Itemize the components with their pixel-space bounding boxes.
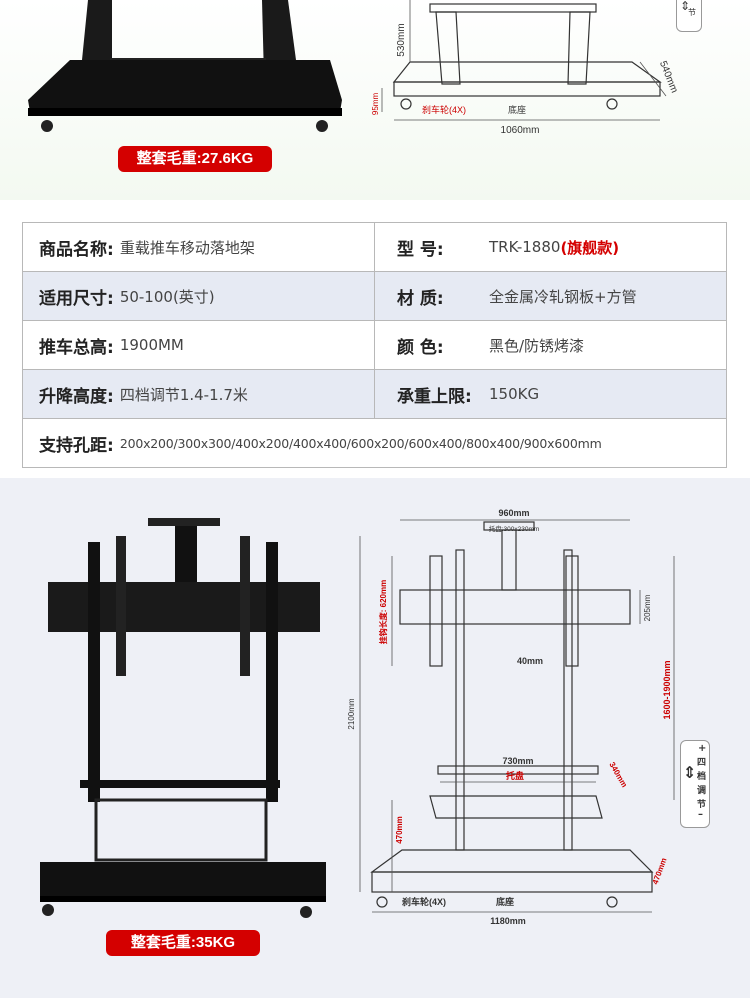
spec-label-material: 材 质: xyxy=(397,288,444,309)
dim-wheels-top: 刹车轮(4X) xyxy=(422,104,466,115)
spec-label-name: 商品名称: xyxy=(39,239,114,260)
spec-label-load: 承重上限: xyxy=(397,386,472,407)
spec-value-holes: 200x200/300x300/400x200/400x400/600x200/… xyxy=(119,435,602,451)
adjust-badge-bottom: ⇕ + 四 档 调 节 – xyxy=(680,740,710,828)
spec-row: 支持孔距: 200x200/300x300/400x200/400x400/600… xyxy=(23,419,726,467)
adjust-badge-top: ⇕ 节 xyxy=(676,0,702,32)
weight-badge-top: 整套毛重:27.6KG xyxy=(118,146,272,172)
dim-base-height: 470mm xyxy=(395,816,404,844)
dim-wheel-height-top: 95mm xyxy=(371,93,380,116)
spec-label-lift: 升降高度: xyxy=(39,386,114,407)
spec-value-height: 1900MM xyxy=(119,336,184,354)
dim-mount-length: 挂钩长度: 620mm xyxy=(378,580,388,644)
up-down-arrow-icon: ⇕ xyxy=(683,763,697,782)
adjust-minus: – xyxy=(698,809,703,820)
dim-total-width: 960mm xyxy=(498,508,529,518)
dim-height-top: 530mm xyxy=(396,23,407,56)
adjust-plus: + xyxy=(698,743,707,754)
adjust-char-4: 节 xyxy=(697,800,707,810)
dim-base-depth: 470mm xyxy=(651,857,669,886)
spec-value-color: 黑色/防锈烤漆 xyxy=(489,336,585,355)
dimension-drawing-bottom: 960mm 托盘:300x230mm 挂钩长度: 620mm 205mm 40m… xyxy=(347,508,675,926)
dim-bar-height: 205mm xyxy=(643,594,652,621)
spec-label-holes: 支持孔距: xyxy=(39,435,114,456)
spec-value-model-edition: (旗舰款) xyxy=(560,238,620,257)
dim-wheels: 刹车轮(4X) xyxy=(402,896,446,907)
dim-gap: 40mm xyxy=(517,656,543,666)
adjust-char-2: 档 xyxy=(697,772,707,782)
adjust-char-1: 四 xyxy=(697,758,707,768)
spec-value-model: TRK-1880 xyxy=(489,238,561,256)
dim-shelf-width: 730mm xyxy=(502,756,533,766)
spec-row: 推车总高: 1900MM 颜 色: 黑色/防锈烤漆 xyxy=(23,321,726,370)
spec-row: 商品名称: 重载推车移动落地架 型 号: TRK-1880(旗舰款) xyxy=(23,223,726,272)
adjust-badge-top-label: 节 xyxy=(688,8,696,17)
spec-label-size: 适用尺寸: xyxy=(39,288,114,309)
spec-row: 升降高度: 四档调节1.4-1.7米 承重上限: 150KG xyxy=(23,370,726,419)
dimension-drawing-top: 530mm 540mm 95mm 刹车轮(4X) 底座 1060mm xyxy=(371,0,680,136)
dim-base-top: 底座 xyxy=(508,104,526,115)
dim-shelf-depth: 340mm xyxy=(607,761,629,789)
dim-total-height: 2100mm xyxy=(347,698,356,729)
adjust-char-3: 调 xyxy=(697,786,707,796)
dim-width-top: 1060mm xyxy=(501,125,540,136)
stand-photo-bottom xyxy=(40,518,326,918)
spec-table: 商品名称: 重载推车移动落地架 型 号: TRK-1880(旗舰款) 适用尺寸: 50… xyxy=(22,222,727,468)
dim-shelf: 托盘 xyxy=(506,770,524,781)
dim-lift-range: 1600-1900mm xyxy=(662,660,672,719)
dim-base: 底座 xyxy=(496,896,514,907)
arrow-icon: ⇕ xyxy=(680,0,691,13)
dim-base-width: 1180mm xyxy=(490,916,526,926)
spec-value-size: 50-100(英寸) xyxy=(119,287,215,306)
dim-tray-top: 托盘:300x230mm xyxy=(489,524,540,533)
spec-value-load: 150KG xyxy=(489,385,540,403)
spec-label-height: 推车总高: xyxy=(39,337,114,358)
spec-label-color: 颜 色: xyxy=(397,337,444,358)
spec-row: 适用尺寸: 50-100(英寸) 材 质: 全金属冷轧钢板+方管 xyxy=(23,272,726,321)
spec-value-lift: 四档调节1.4-1.7米 xyxy=(119,385,248,404)
stand-photo-top xyxy=(28,0,342,132)
spec-label-model: 型 号: xyxy=(397,239,444,260)
spec-value-name: 重载推车移动落地架 xyxy=(119,238,255,257)
weight-badge-bottom: 整套毛重:35KG xyxy=(106,930,260,956)
spec-value-material: 全金属冷轧钢板+方管 xyxy=(489,287,637,306)
